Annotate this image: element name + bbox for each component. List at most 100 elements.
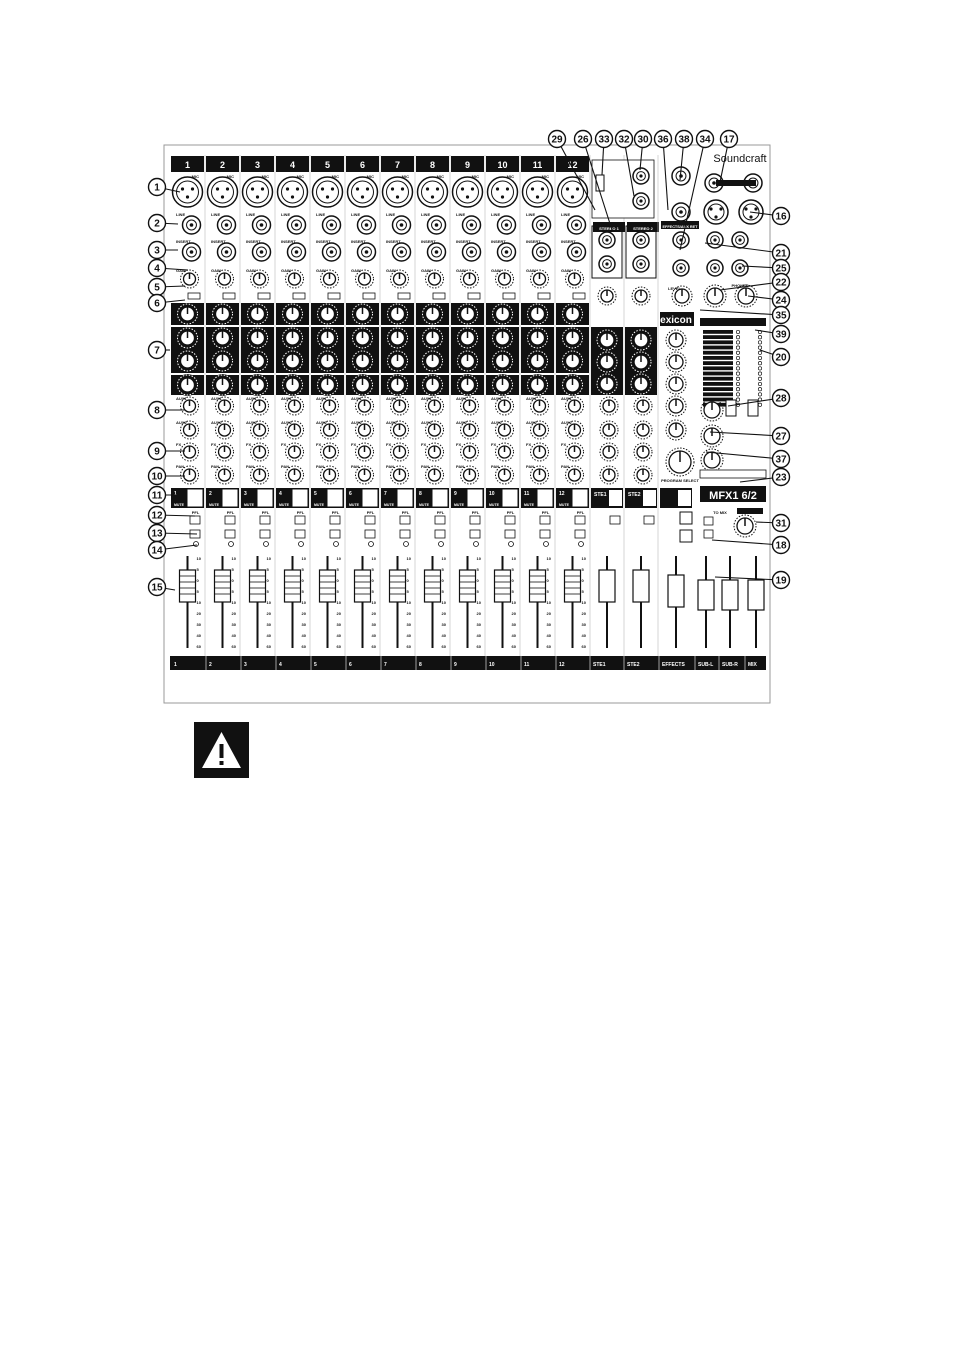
line-label: LINE [351,212,360,217]
callout-9-number: 9 [154,447,160,458]
callout-4-number: 4 [154,264,160,275]
fader-scale-label: 5 [547,567,550,572]
callout-18-number: 18 [775,541,787,552]
line-label: LINE [421,212,430,217]
channel-number-label: 3 [255,160,260,170]
aux1-knob-scale [250,396,269,416]
channel-number-bar [311,156,344,172]
fx-knob-scale [180,442,199,462]
aux2-master-knob-scale [700,424,724,448]
gain-label: GAIN [211,268,221,273]
eq-mid-gain-knob-scale [527,350,548,372]
pan-knob-scale [425,465,444,485]
bottom-strip-label: 11 [524,662,530,668]
channel-number-bar [521,156,554,172]
route-button [329,529,341,539]
meter-led [735,329,741,335]
callout-39 [771,324,791,344]
pfl-button [504,515,516,525]
insert-label: INSERT [351,239,366,244]
eq-mid-freq-knob-scale [177,327,198,349]
fader-scale-label: 30 [337,622,342,627]
channel-number-bar [206,156,239,172]
eq-low-knob-scale [247,374,268,396]
stereo-fader-cap [598,569,616,603]
line-label: LINE [456,212,465,217]
program-select-label: PROGRAM SELECT [661,478,699,483]
callout-35 [771,305,791,325]
fader-scale-label: 10 [407,556,412,561]
fader-scale-label: 30 [512,622,517,627]
line-input-hole [469,223,474,227]
callout-30-number: 30 [637,135,649,146]
mic-input-pin [365,187,370,191]
fader-scale-label: 30 [407,622,412,627]
fader-scale-label: 0 [232,578,235,583]
fx-knob-scale [565,442,584,462]
stereo-aux2-knob-scale [599,420,619,440]
mic-input-pin [360,195,365,199]
master-fader-cap [697,579,715,611]
model-label: MFX1 6/2 [709,490,757,502]
callout-37-number: 37 [775,455,787,466]
fader-scale-label: 20 [407,611,412,616]
pfl-label: PFL [472,510,480,515]
mute-bar-number: 11 [524,491,530,497]
callout-29-leader [556,138,596,211]
callout-37 [771,449,791,469]
fader-scale-label: 0 [372,578,375,583]
aux1-knob-scale [180,396,199,416]
aux2-label: AUX2 [316,420,327,425]
pan-label: PAN [526,464,534,469]
fader-scale-label: 5 [582,567,585,572]
clip-led [263,541,269,547]
pan-knob-scale [320,465,339,485]
callout-15-number: 15 [151,583,163,594]
callout-14-number: 14 [151,546,163,557]
line-label: LINE [246,212,255,217]
aux1-knob-scale [320,396,339,416]
meter-led [757,381,763,387]
line-input-hole [574,223,579,227]
insert-label: INSERT [176,239,191,244]
fx-knob-scale [530,442,549,462]
callout-36 [653,129,673,149]
meter-led [757,392,763,397]
fader-scale-label: 0 [512,578,515,583]
pfl-label: PFL [297,510,305,515]
meter-led [757,340,763,345]
bottom-label-bar [170,656,766,670]
fader-scale-label: 30 [442,622,447,627]
mute-button [397,489,413,507]
fader-scale-label: 20 [197,611,202,616]
fx-label: FX [491,442,496,447]
meter-led [757,361,763,366]
mix-l-xlr-pin [714,215,718,219]
mic-input-ring [246,180,269,204]
aux2-label: AUX2 [526,420,537,425]
fader-scale-label: 20 [372,611,377,616]
callout-38 [674,129,694,149]
meter-led [735,340,741,345]
rec-out-jack-hole [639,174,643,178]
mute-label: MUTE [454,503,465,507]
fader-scale-label: 5 [267,567,270,572]
mute-label: MUTE [489,503,500,507]
aux1-label: AUX1 [526,396,537,401]
eq-mid-freq-knob-scale [212,327,233,349]
fader-scale-label: 10 [582,600,587,605]
clip-led [333,541,339,547]
bottom-strip-label: 6 [349,662,352,668]
gain-knob-scale [425,269,444,289]
fader-cap [248,569,267,603]
fader-scale-label: 40 [582,633,587,638]
stereo-fx-knob-scale [633,442,653,462]
pfl-button [189,515,201,525]
callout-1-number: 1 [154,183,160,194]
mute-bar-number: 3 [244,491,247,497]
pan-label: PAN [246,464,254,469]
fader-scale-label: 20 [232,611,237,616]
fx-label: FX [246,442,251,447]
stereo-mute-button [643,490,656,506]
pfl-label: PFL [402,510,410,515]
